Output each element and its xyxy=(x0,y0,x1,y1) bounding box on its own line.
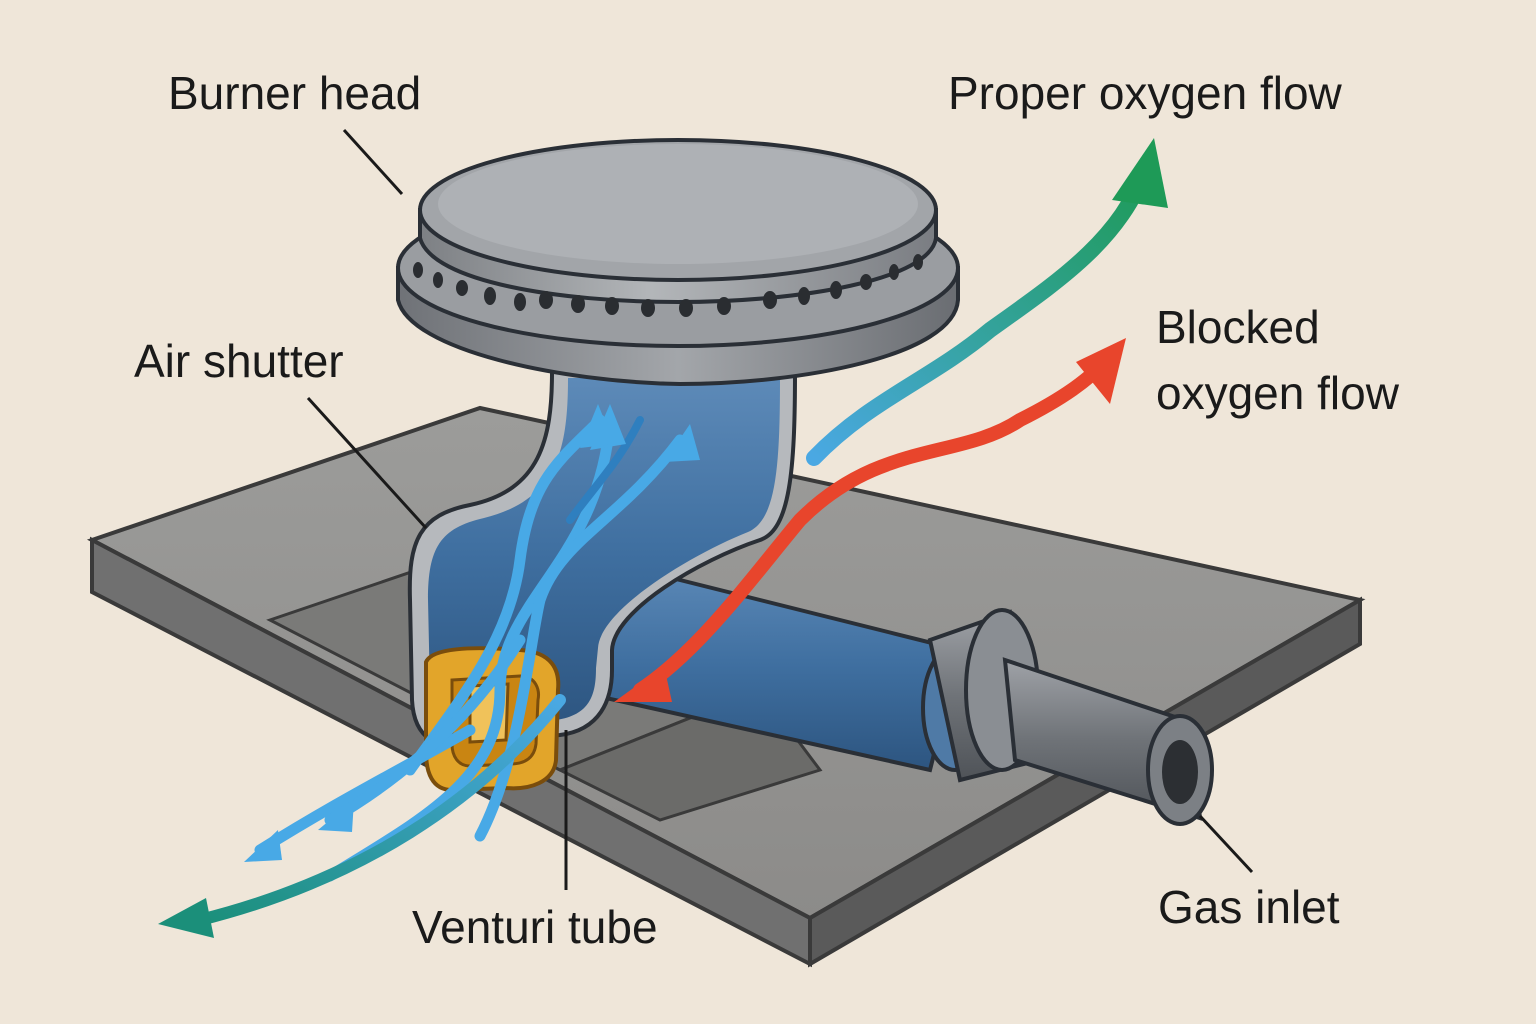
blocked-oxygen-flow-arrow xyxy=(614,338,1126,702)
proper-oxygen-flow-arrow xyxy=(806,138,1168,466)
burner-ports xyxy=(413,254,923,317)
air-flow-arrowheads xyxy=(580,404,700,462)
label-venturi-tube: Venturi tube xyxy=(412,901,658,953)
label-proper-oxygen-flow: Proper oxygen flow xyxy=(948,67,1342,119)
leader-burner-head xyxy=(342,128,404,196)
leader-lines xyxy=(306,128,1254,890)
exhaust-air-arrowheads xyxy=(158,800,354,938)
leader-gas-inlet xyxy=(1198,814,1254,874)
gas-inlet-pipe xyxy=(927,608,1214,826)
burner-head xyxy=(396,138,960,387)
exhaust-air-arrows xyxy=(194,634,566,926)
leader-air-shutter xyxy=(306,396,428,530)
label-burner-head: Burner head xyxy=(168,67,422,119)
label-gas-inlet: Gas inlet xyxy=(1158,881,1340,933)
label-air-shutter: Air shutter xyxy=(134,335,344,387)
label-blocked-oxygen-flow-line1: Blocked xyxy=(1156,301,1320,353)
label-blocked-oxygen-flow-line2: oxygen flow xyxy=(1156,367,1399,419)
